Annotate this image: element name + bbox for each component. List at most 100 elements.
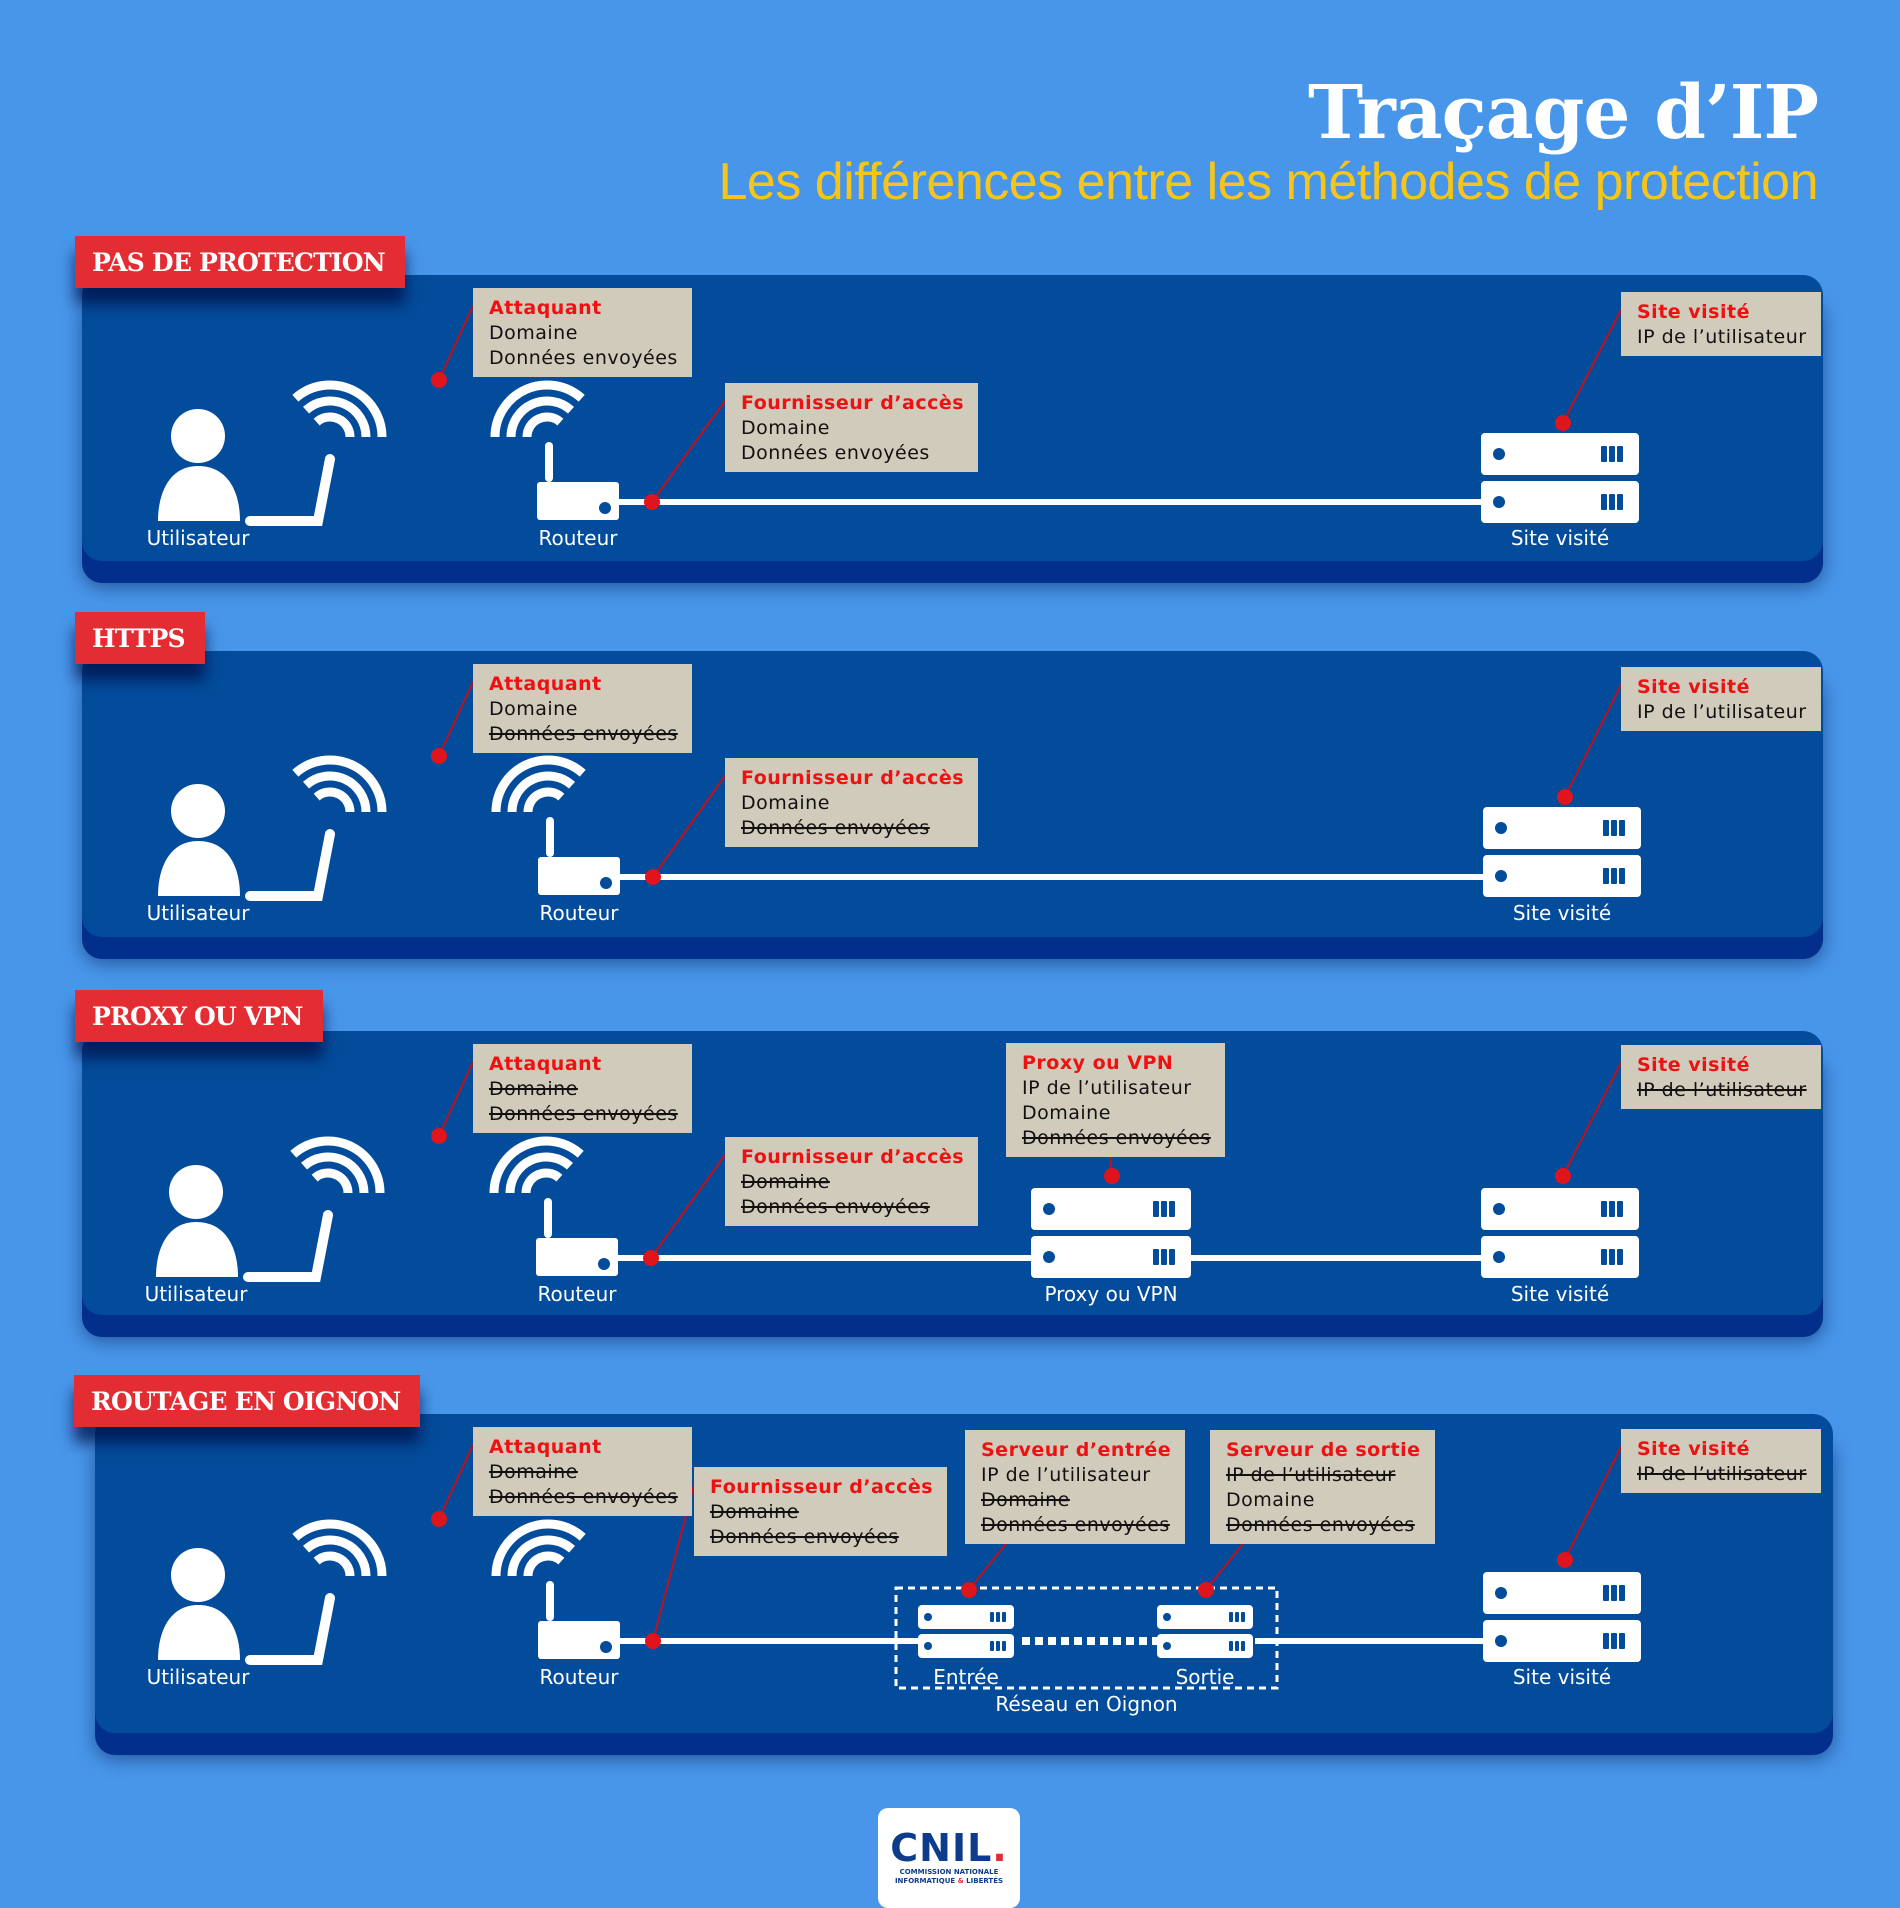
user-label: Utilisateur [144,1282,248,1306]
isp-callout-title: Fournisseur d’accès [741,767,965,789]
section-tag: PAS DE PROTECTION [75,236,405,288]
router-label: Routeur [539,1665,619,1689]
site-callout: Site visité IP de l’utilisateur [1621,1429,1821,1493]
proxy-callout-line: IP de l’utilisateur [1022,1077,1192,1099]
entry-callout-line: IP de l’utilisateur [981,1464,1151,1486]
attacker-marker [431,372,447,388]
cnil-logo: CNIL. COMMISSION NATIONALE INFORMATIQUE … [878,1808,1020,1908]
site-callout-line: IP de l’utilisateur [1637,326,1807,348]
isp-marker [645,869,661,885]
wifi-signal-icon [292,755,387,813]
isp-callout-line: Domaine [741,1171,830,1193]
logo-wordmark: CNIL [890,1826,993,1870]
user-icon [158,784,240,896]
isp-callout-line: Domaine [710,1501,799,1523]
section-tag: PROXY OU VPN [75,990,323,1042]
site-callout-line: IP de l’utilisateur [1637,701,1807,723]
attacker-callout-line: Données envoyées [489,347,678,369]
attacker-callout-title: Attaquant [489,1053,602,1075]
site-callout-line: IP de l’utilisateur [1637,1463,1807,1485]
site-callout-line: IP de l’utilisateur [1637,1079,1807,1101]
user-icon [156,1165,238,1277]
isp-marker [645,1633,661,1649]
connection-line [620,874,1483,880]
connection-line [619,499,1481,505]
section-tag: ROUTAGE EN OIGNON [74,1375,421,1427]
site-callout: Site visité IP de l’utilisateur [1621,667,1821,731]
exit-callout-line: IP de l’utilisateur [1226,1464,1396,1486]
router-icon [536,1198,618,1276]
isp-marker [643,1250,659,1266]
isp-callout-title: Fournisseur d’accès [741,1146,965,1168]
entry-marker [961,1582,977,1598]
section-tag: HTTPS [75,612,205,664]
wifi-signal-icon [491,755,586,813]
logo-dot: . [992,1826,1008,1870]
exit-callout-title: Serveur de sortie [1226,1439,1421,1461]
onion-network-boundary [894,1586,1279,1690]
laptop-icon [243,1210,333,1282]
user-icon [158,1548,240,1660]
logo-line-1: COMMISSION NATIONALE [899,1868,999,1876]
site-marker [1557,1552,1573,1568]
proxy-callout-line: Domaine [1022,1102,1111,1124]
isp-marker [644,494,660,510]
proxy-callout-line: Données envoyées [1022,1127,1211,1149]
exit-label: Sortie [1175,1665,1235,1689]
laptop-icon [245,1593,335,1665]
proxy-marker [1104,1168,1120,1184]
isp-callout-line: Données envoyées [741,1196,930,1218]
site-label: Site visité [1512,901,1612,925]
entry-callout-title: Serveur d’entrée [981,1439,1172,1461]
attacker-marker [431,1511,447,1527]
attacker-marker [431,748,447,764]
site-marker [1557,789,1573,805]
page-title: Traçage d’IP [1308,70,1819,156]
attacker-callout-title: Attaquant [489,1436,602,1458]
attacker-callout-line: Données envoyées [489,1103,678,1125]
wifi-signal-icon [489,1136,584,1194]
wifi-signal-icon [290,1136,385,1194]
isp-callout-line: Données envoyées [741,442,930,464]
isp-callout-title: Fournisseur d’accès [741,392,965,414]
entry-label: Entrée [933,1665,999,1689]
proxy-label: Proxy ou VPN [1044,1282,1178,1306]
site-label: Site visité [1512,1665,1612,1689]
attacker-callout-title: Attaquant [489,297,602,319]
site-callout-title: Site visité [1637,676,1750,698]
isp-callout-line: Données envoyées [710,1526,899,1548]
router-icon [538,817,620,895]
wifi-signal-icon [292,1519,387,1577]
attacker-callout-line: Domaine [489,698,578,720]
isp-callout-line: Données envoyées [741,817,930,839]
proxy-callout-title: Proxy ou VPN [1022,1052,1174,1074]
router-label: Routeur [537,1282,617,1306]
wifi-signal-icon [490,380,585,438]
wifi-signal-icon [292,380,387,438]
site-label: Site visité [1510,526,1610,550]
user-icon [158,409,240,521]
page-subtitle: Les différences entre les méthodes de pr… [718,153,1818,211]
site-callout-title: Site visité [1637,1438,1750,1460]
site-label: Site visité [1510,1282,1610,1306]
site-server-icon [1483,1572,1641,1662]
attacker-callout-title: Attaquant [489,673,602,695]
attacker-callout-line: Domaine [489,322,578,344]
site-server-icon [1481,433,1639,523]
onion-network-label: Réseau en Oignon [995,1692,1178,1716]
laptop-icon [245,454,335,526]
connection-line [620,1637,1483,1645]
site-marker [1555,1168,1571,1184]
exit-callout-line: Données envoyées [1226,1514,1415,1536]
